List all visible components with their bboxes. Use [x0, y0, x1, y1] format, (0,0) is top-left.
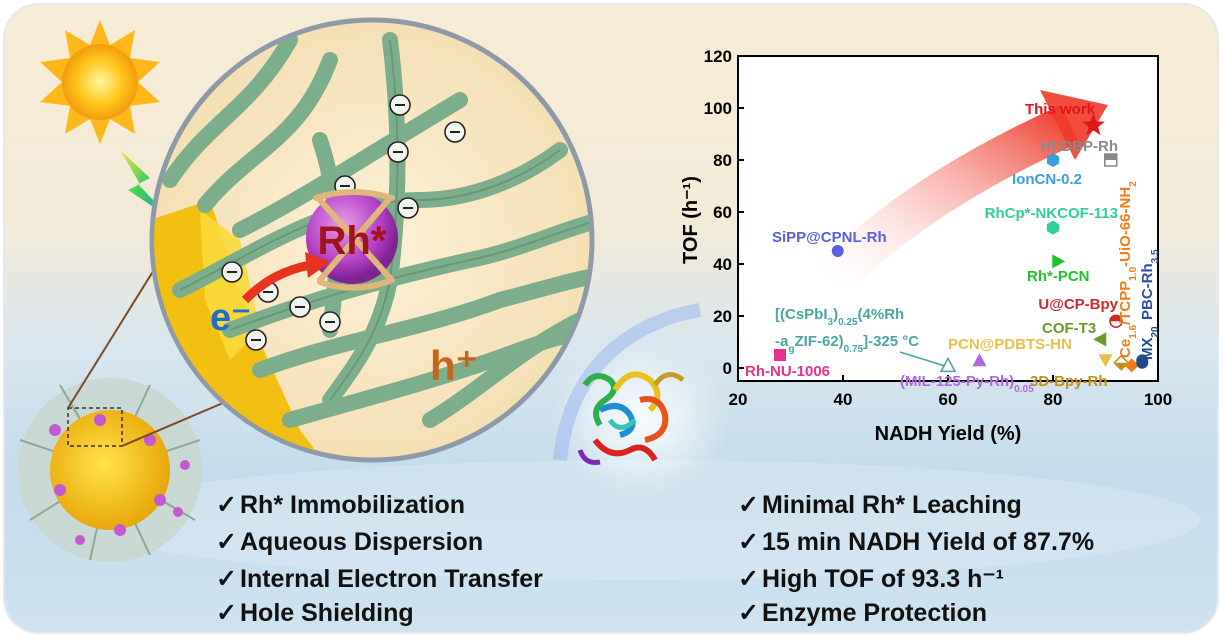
feature-left-4: ✓Hole Shielding — [216, 599, 414, 627]
x-tick-label: 60 — [939, 390, 958, 409]
x-tick-label: 40 — [834, 390, 853, 409]
feature-right-1: ✓Minimal Rh* Leaching — [738, 491, 1022, 519]
trend-arrow — [814, 104, 1079, 297]
trend-arrow-head — [1040, 90, 1108, 160]
label-this-work: This work — [1025, 101, 1096, 118]
label-rh-pcn: Rh*-PCN — [1027, 268, 1090, 285]
sun-icon — [40, 20, 160, 144]
label-cspbi-zif: [(CsPbI3)0.25(4%Rh — [775, 306, 904, 328]
feature-right-3: ✓High TOF of 93.3 h⁻¹ — [738, 565, 1004, 593]
hole-label: h⁺ — [430, 342, 478, 389]
x-tick-label: 80 — [1044, 390, 1063, 409]
label-ce-tcpp-uio: Ce1.6/TCPP1.0-UiO-66-NH2 — [1117, 181, 1139, 358]
data-point-11 — [972, 353, 987, 367]
zoom-line — [121, 399, 231, 447]
water-reflection — [80, 460, 1200, 580]
rh-catalyst-sphere — [306, 189, 398, 291]
label-mil-125: (MIL-125-Py-Rh)0.05 — [900, 373, 1034, 395]
label-hf-dbp-rh: Hf-DBP-Rh — [1041, 138, 1118, 155]
feature-right-4: ✓Enzyme Protection — [738, 599, 988, 627]
data-point-8 — [1098, 354, 1113, 368]
data-point-13 — [1124, 358, 1139, 373]
y-tick-label: 120 — [704, 47, 732, 66]
annotation-pointer — [899, 351, 946, 367]
data-point-15 — [1136, 356, 1149, 369]
data-point-2 — [1046, 153, 1060, 167]
enzyme-protein-icon — [577, 371, 685, 465]
data-point-0 — [1082, 113, 1105, 136]
feature-left-1: ✓Rh* Immobilization — [216, 491, 465, 519]
label-3d-bpy-rh: 3D-Bpy-Rh — [1030, 373, 1108, 390]
y-axis-label: TOF (h⁻¹) — [680, 176, 702, 264]
data-point-9 — [939, 356, 957, 373]
label-u-cp-bpy: U@CP-Bpy — [1038, 296, 1118, 313]
feature-left-3: ✓Internal Electron Transfer — [216, 565, 543, 593]
electron-label: e⁻ — [210, 297, 251, 339]
lightning-bolt-icon — [120, 150, 170, 218]
y-tick-label: 20 — [713, 307, 732, 326]
feature-right-2: ✓15 min NADH Yield of 87.7% — [738, 528, 1095, 556]
nanoparticle-icon — [18, 378, 202, 562]
y-tick-label: 80 — [713, 151, 732, 170]
x-axis-label: NADH Yield (%) — [875, 423, 1022, 445]
data-point-4 — [831, 245, 844, 257]
label-pbc-rh: PBC-Rh3.5 — [1139, 249, 1161, 320]
x-tick-label: 100 — [1144, 390, 1172, 409]
data-point-10 — [774, 349, 786, 361]
data-point-7 — [1093, 332, 1107, 347]
label-rh-nu-1006: Rh-NU-1006 — [745, 363, 830, 380]
label-rhcp-nkcof: RhCp*-NKCOF-113 — [985, 205, 1118, 222]
label-cspbi-zif-line2: -agZIF-62)0.75]-325 °C — [775, 333, 919, 355]
feature-left-2: ✓Aqueous Dispersion — [216, 528, 484, 556]
y-tick-label: 0 — [723, 359, 732, 378]
y-tick-label: 40 — [713, 255, 732, 274]
label-sipp: SiPP@CPNL-Rh — [772, 229, 887, 246]
electron-transfer-arrow — [241, 260, 311, 304]
x-tick-label: 20 — [729, 390, 748, 409]
tof-vs-nadh-chart: 20 40 60 80 100 0 20 40 60 80 100 120 This work Hf-… — [680, 47, 1172, 445]
y-tick-label: 60 — [713, 203, 732, 222]
label-ioncn: IonCN-0.2 — [1012, 171, 1082, 188]
shield-arc — [553, 303, 702, 461]
data-point-5 — [1052, 254, 1066, 269]
label-pcn-pdbts: PCN@PDBTS-HN — [948, 336, 1072, 353]
label-mx20: MX20 — [1139, 326, 1161, 360]
rh-label: Rh* — [318, 219, 387, 263]
label-cof-t3: COF-T3 — [1042, 320, 1096, 337]
zoom-circle: Rh* e⁻ h⁺ — [149, 17, 595, 463]
glow-effect — [550, 340, 730, 500]
data-point-3 — [1046, 220, 1060, 235]
negative-charge-icons — [221, 94, 466, 351]
y-tick-label: 100 — [704, 99, 732, 118]
